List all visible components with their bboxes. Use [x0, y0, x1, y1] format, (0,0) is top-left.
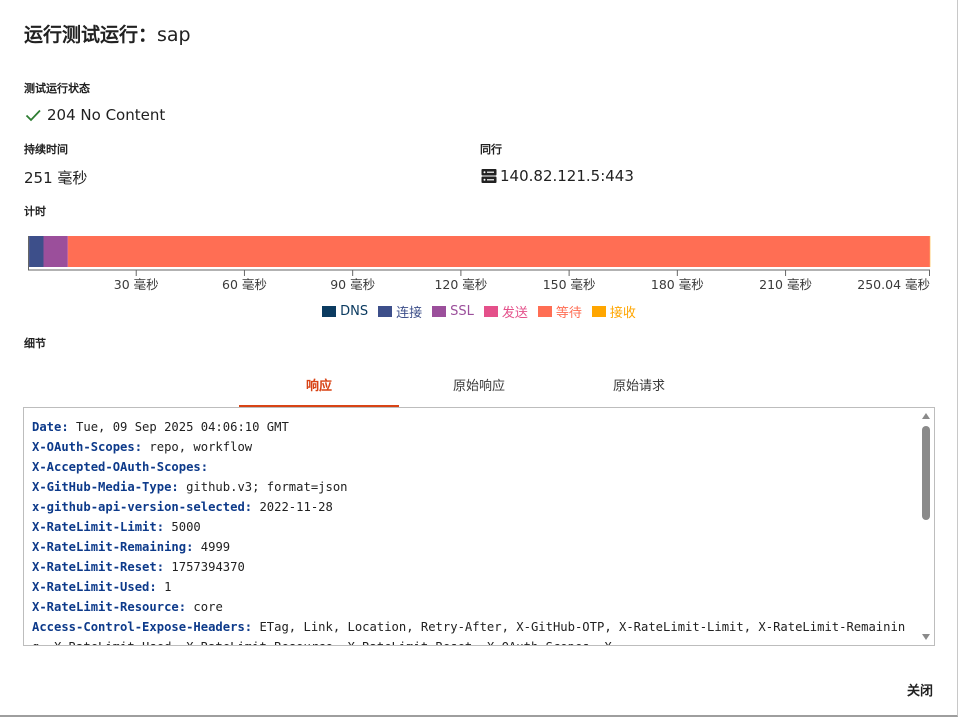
header-value: 5000 [164, 520, 201, 534]
header-key: X-RateLimit-Used: [32, 580, 157, 594]
legend-item-1: 连接 [378, 302, 422, 321]
server-icon [481, 169, 497, 183]
duration-value: 251 毫秒 [24, 169, 88, 187]
legend-item-3: 发送 [483, 302, 528, 321]
header-row: x-github-api-version-selected: 2022-11-2… [32, 497, 912, 517]
header-key: Date: [32, 420, 69, 434]
header-key: X-OAuth-Scopes: [32, 440, 143, 454]
status-value: 204 No Content [24, 106, 165, 124]
scroll-up-arrow-icon[interactable] [922, 413, 930, 419]
timing-tick-label-5: 180 毫秒 [651, 277, 704, 292]
timing-tick-label-3: 120 毫秒 [434, 277, 487, 292]
header-value: 4999 [193, 540, 231, 554]
timing-legend: DNS 连接 SSL 发送 等待 接收 [0, 302, 958, 321]
details-tabs: 响应 原始响应 原始请求 [239, 362, 719, 407]
timing-tick-label-1: 60 毫秒 [222, 277, 267, 292]
dialog-title-prefix: 运行测试运行： [24, 24, 158, 46]
header-row: X-OAuth-Scopes: repo, workflow [32, 437, 912, 457]
header-value [208, 460, 215, 474]
header-row: X-RateLimit-Remaining: 4999 [32, 537, 912, 557]
timing-tick-label-7: 250.04 毫秒 [857, 277, 930, 292]
header-row: X-RateLimit-Resource: core [32, 597, 912, 617]
legend-label-4: 等待 [555, 306, 582, 321]
header-key: X-RateLimit-Resource: [32, 600, 187, 614]
header-key: Access-Control-Expose-Headers: [32, 620, 253, 634]
header-value: 2022-11-28 [252, 500, 333, 514]
legend-label-3: 发送 [501, 306, 528, 321]
header-key: X-Accepted-OAuth-Scopes: [32, 460, 209, 474]
timing-segment-1 [29, 236, 44, 267]
header-row: Date: Tue, 09 Sep 2025 04:06:10 GMT [32, 417, 912, 437]
dialog-title-name: sap [157, 24, 191, 46]
header-value: github.v3; format=json [178, 480, 348, 494]
header-value: Tue, 09 Sep 2025 04:06:10 GMT [68, 420, 289, 434]
tab-raw-request[interactable]: 原始请求 [612, 379, 665, 394]
legend-swatch-2 [432, 306, 447, 317]
header-key: X-RateLimit-Limit: [32, 520, 165, 534]
header-value: repo, workflow [142, 440, 253, 454]
legend-swatch-3 [483, 306, 498, 317]
peer-label: 同行 [480, 143, 502, 156]
header-row: Access-Control-Expose-Headers: ETag, Lin… [32, 617, 912, 645]
response-scrollbar[interactable] [920, 410, 932, 643]
legend-swatch-0 [322, 306, 337, 317]
status-label: 测试运行状态 [24, 82, 90, 95]
timing-tick-label-4: 150 毫秒 [543, 277, 596, 292]
tab-raw-response[interactable]: 原始响应 [452, 379, 505, 394]
timing-segment-4 [68, 236, 930, 267]
duration-label: 持续时间 [24, 143, 68, 156]
legend-item-5: 接收 [591, 302, 636, 321]
header-key: X-RateLimit-Reset: [32, 560, 165, 574]
details-label: 细节 [24, 337, 46, 350]
legend-item-4: 等待 [537, 302, 582, 321]
legend-item-2: SSL [432, 302, 474, 321]
header-value: ETag, Link, Location, Retry-After, X-Git… [32, 620, 906, 645]
tab-response[interactable]: 响应 [239, 362, 399, 407]
legend-swatch-4 [537, 306, 552, 317]
header-value: core [186, 600, 223, 614]
header-row: X-GitHub-Media-Type: github.v3; format=j… [32, 477, 912, 497]
legend-item-0: DNS [322, 302, 368, 321]
legend-label-2: SSL [450, 304, 474, 319]
dialog-title: 运行测试运行：sap [24, 20, 191, 47]
header-row: X-RateLimit-Reset: 1757394370 [32, 557, 912, 577]
header-value: 1757394370 [164, 560, 245, 574]
timing-label: 计时 [24, 205, 46, 218]
scroll-thumb[interactable] [922, 426, 930, 520]
header-row: X-RateLimit-Limit: 5000 [32, 517, 912, 537]
close-button[interactable]: 关闭 [906, 684, 933, 699]
timing-chart: 30 毫秒 60 毫秒 90 毫秒 120 毫秒 150 毫秒 180 毫秒 210 毫秒 2… [28, 235, 931, 293]
header-value: 1 [156, 580, 172, 594]
timing-chart-svg: 30 毫秒 60 毫秒 90 毫秒 120 毫秒 150 毫秒 180 毫秒 210 毫秒 2… [28, 236, 931, 292]
legend-swatch-1 [378, 306, 393, 317]
status-text: 204 No Content [47, 106, 166, 124]
timing-segment-2 [43, 236, 68, 267]
header-row: X-Accepted-OAuth-Scopes: [32, 457, 912, 477]
legend-label-1: 连接 [396, 306, 423, 321]
header-key: X-GitHub-Media-Type: [32, 480, 179, 494]
peer-text: 140.82.121.5:443 [500, 167, 634, 185]
scroll-down-arrow-icon[interactable] [922, 634, 930, 640]
header-key: x-github-api-version-selected: [32, 500, 253, 514]
legend-label-5: 接收 [609, 306, 636, 321]
header-row: X-RateLimit-Used: 1 [32, 577, 912, 597]
legend-label-0: DNS [340, 304, 369, 319]
peer-value: 140.82.121.5:443 [481, 167, 634, 185]
check-icon [25, 109, 41, 122]
timing-tick-label-6: 210 毫秒 [759, 277, 812, 292]
legend-swatch-5 [591, 306, 606, 317]
timing-tick-label-0: 30 毫秒 [114, 277, 159, 292]
header-key: X-RateLimit-Remaining: [32, 540, 194, 554]
timing-tick-label-2: 90 毫秒 [330, 277, 375, 292]
